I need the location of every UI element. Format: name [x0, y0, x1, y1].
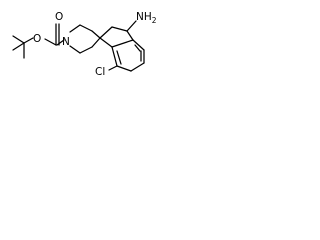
amine-label: NH2 [136, 11, 157, 25]
molecule-canvas: O O N NH2 Cl [0, 0, 176, 79]
ester-oxygen-label: O [33, 33, 41, 45]
carbamate-bonds [44, 23, 65, 46]
chlorine-label: Cl [95, 66, 105, 78]
cyclopentane-ring [99, 26, 134, 48]
carbonyl-oxygen-label: O [55, 11, 63, 23]
piperidine-ring [69, 24, 101, 54]
amine-main: NH [136, 11, 152, 23]
tert-butyl-group [12, 35, 34, 59]
amine-subscript: 2 [152, 16, 157, 25]
molecule-structure: O O N NH2 Cl [12, 11, 157, 78]
piperidine-nitrogen-label: N [62, 36, 70, 48]
substituent-bonds [108, 20, 137, 71]
benzene-ring [111, 39, 145, 72]
